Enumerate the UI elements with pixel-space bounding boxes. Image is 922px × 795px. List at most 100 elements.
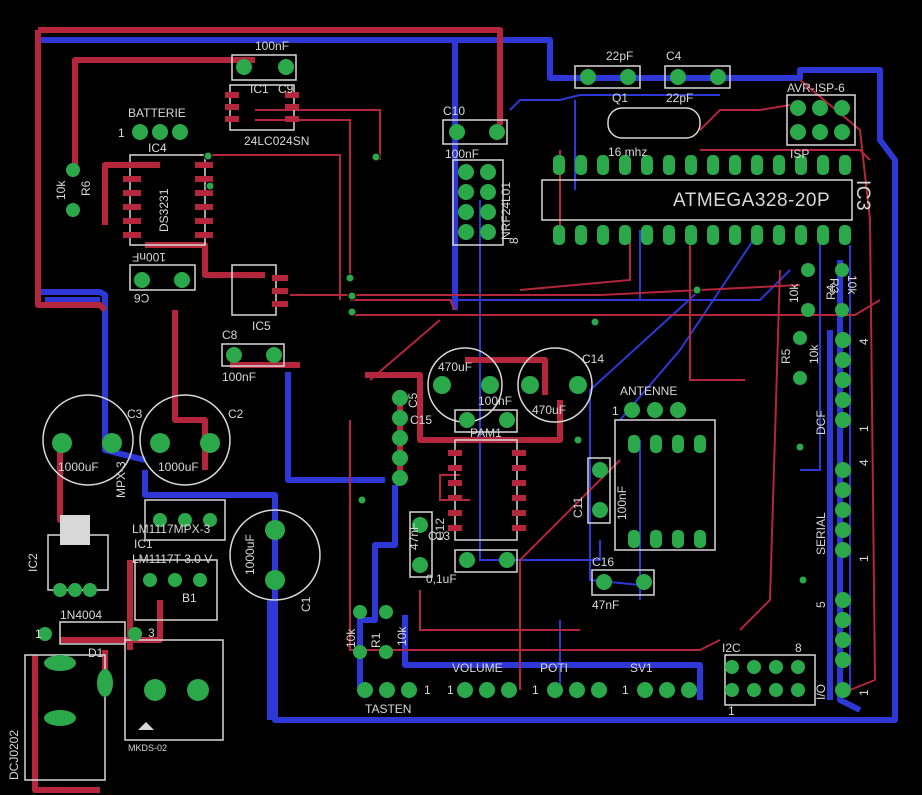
component-pads xyxy=(38,59,851,726)
dcf-pin4-label: 4 xyxy=(857,338,871,345)
ds3231-label: DS3231 xyxy=(157,188,171,232)
mkds-label: MKDS-02 xyxy=(128,743,168,753)
dcf-label: DCF xyxy=(814,410,828,435)
c12-value-label: 47nF xyxy=(407,522,421,550)
smd-pads xyxy=(123,92,526,531)
c11-value-label: 100nF xyxy=(615,485,629,520)
i2c-pin8-label: 8 xyxy=(795,641,802,655)
q1-label: Q1 xyxy=(612,91,629,105)
r4-value-label: 10k xyxy=(787,283,801,303)
c9-value-label: 100nF xyxy=(255,39,290,53)
lm1117mpx-label: LM1117MPX-3 xyxy=(132,522,211,536)
silkscreen-outlines xyxy=(24,54,856,781)
bottom-copper-traces xyxy=(38,37,898,723)
r6-value-label: 10k xyxy=(54,180,68,200)
io-pin5-label: 5 xyxy=(814,601,828,608)
ic2-label: IC2 xyxy=(26,553,40,572)
tasten-label: TASTEN xyxy=(365,702,412,716)
poti-pin1-label: 1 xyxy=(532,683,539,697)
c16-label: C16 xyxy=(592,555,615,569)
r3-value-label: 10k xyxy=(845,275,859,295)
batterie-label: BATTERIE xyxy=(128,106,186,120)
r1-label: R1 xyxy=(369,632,383,648)
c11-label: C11 xyxy=(571,496,585,518)
io-label: I/O xyxy=(814,683,828,700)
diode-pin3-label: 3 xyxy=(148,626,155,640)
c2-value-label: 1000uF xyxy=(158,460,199,474)
isp-label: ISP xyxy=(790,147,810,161)
c6-label: C6 xyxy=(134,291,150,305)
sv1-pin1-label: 1 xyxy=(622,683,629,697)
atmega-label: ATMEGA328-20P xyxy=(673,190,831,211)
c470b-label: 470uF xyxy=(532,403,567,417)
ic5-label: IC5 xyxy=(252,319,271,333)
ic-u-label: IC1 xyxy=(134,537,153,551)
serial-pin1-label: 1 xyxy=(857,555,871,562)
ic1-label: IC1 xyxy=(250,82,269,96)
d1-label: D1 xyxy=(88,646,104,660)
c5-label: C5 xyxy=(406,392,420,408)
c14-label: C14 xyxy=(582,352,605,366)
i2c-label: I2C xyxy=(722,641,741,655)
avr-isp-label: AVR-ISP-6 xyxy=(787,81,845,95)
poti-label: POTI xyxy=(540,661,569,675)
c15-label: C15 xyxy=(410,413,433,427)
sv1-label: SV1 xyxy=(630,661,653,675)
top-copper-thin xyxy=(200,79,881,691)
c8-value-label: 100nF xyxy=(222,370,257,384)
c9-label: C9 xyxy=(278,82,294,96)
r6-label: R6 xyxy=(79,180,93,196)
serial-pin4-label: 4 xyxy=(857,459,871,466)
volume-pin1-label: 1 xyxy=(447,683,454,697)
c6-value-label: 100nF xyxy=(132,250,167,264)
io-pin1-label: 1 xyxy=(857,689,871,696)
antenne-label: ANTENNE xyxy=(620,384,678,398)
pam-label: PAM1 xyxy=(470,426,502,440)
c13-value-label: 0,1uF xyxy=(426,572,457,586)
c3-label: C3 xyxy=(127,407,143,421)
c16-value-label: 47nF xyxy=(592,598,620,612)
nrf24l01-label: NRF24L01 xyxy=(499,181,513,240)
eeprom-label: 24LC024SN xyxy=(244,134,310,148)
i2c-pin1-label: 1 xyxy=(728,704,735,718)
c8-label: C8 xyxy=(222,328,238,342)
ic-pin-pads xyxy=(553,155,851,548)
b1-label: B1 xyxy=(182,591,197,605)
ic3-label: IC3 xyxy=(852,180,873,212)
vias xyxy=(203,151,808,585)
dcj-label: DCJ0202 xyxy=(7,729,21,780)
c1-label: C1 xyxy=(299,596,313,612)
volume-label: VOLUME xyxy=(452,661,503,675)
r5-value-label: 10k xyxy=(807,344,821,364)
c4-label: C4 xyxy=(666,49,682,63)
ic4-label: IC4 xyxy=(148,141,167,155)
r2-value-label: 10k xyxy=(395,626,409,646)
c4-value-label: 22pF xyxy=(666,91,694,105)
c3-value-label: 1000uF xyxy=(58,460,99,474)
c13-label: C13 xyxy=(428,529,451,543)
c10-label: C10 xyxy=(443,104,466,118)
c22pf-label: 22pF xyxy=(606,49,634,63)
dcf-pin1-label: 1 xyxy=(857,425,871,432)
r3-label: R3 xyxy=(827,278,841,294)
c100nf-mid-label: 100nF xyxy=(478,394,513,408)
serial-label: SERIAL xyxy=(814,512,828,555)
r1-value-label: 10k xyxy=(344,628,358,648)
antenne-pin1-label: 1 xyxy=(612,404,619,418)
batterie-pin1-label: 1 xyxy=(118,126,125,140)
nrf-pin8-label: 8 xyxy=(507,237,521,244)
c470a-label: 470uF xyxy=(438,360,473,374)
r5-label: R5 xyxy=(779,348,793,364)
c1-value-label: 1000uF xyxy=(243,534,257,575)
mpx-label: MPX-3 xyxy=(114,461,128,498)
diode-pin1-label: 1 xyxy=(35,627,42,641)
crystal-frequency-label: 16 mhz xyxy=(608,145,648,159)
c2-label: C2 xyxy=(228,407,244,421)
c10-value-label: 100nF xyxy=(445,147,480,161)
diode-label: 1N4004 xyxy=(60,608,103,622)
silkscreen-fills xyxy=(60,515,154,730)
lm1117t-label: LM1117T-3.0 V xyxy=(132,552,213,566)
tasten-pin1-label: 1 xyxy=(424,683,431,697)
